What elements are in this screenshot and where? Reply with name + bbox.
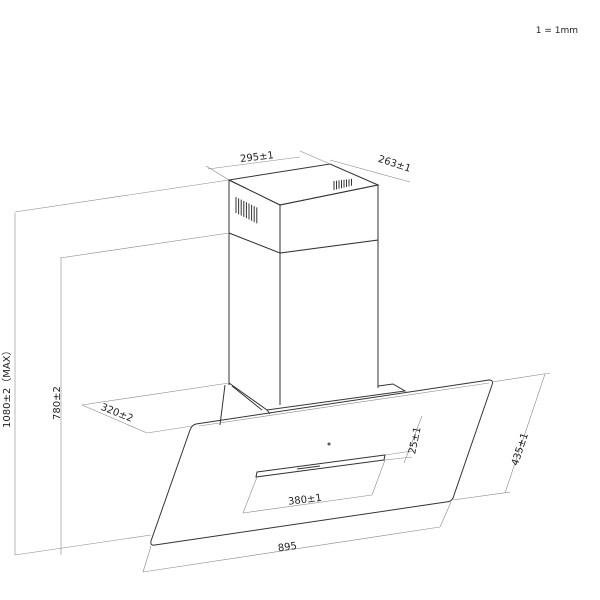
label-handle-offset: 25±1: [407, 426, 423, 455]
label-panel-width: 895: [277, 541, 297, 555]
label-chimney-width: 295±1: [240, 150, 275, 165]
label-canopy-depth: 320±2: [99, 402, 134, 425]
label-handle-width: 380±1: [288, 493, 323, 508]
vent-back: [333, 178, 352, 190]
scale-note: 1 = 1mm: [535, 26, 578, 36]
control-button-icon: [327, 442, 331, 446]
label-max-height: 1080±2（MAX）: [1, 345, 13, 428]
label-panel-height: 435±1: [510, 432, 531, 468]
dimension-lines: [14, 150, 551, 573]
chimney-lower: [228, 233, 379, 405]
dimension-labels: 295±1 263±1 1080±2（MAX） 780±2 320±2 895 …: [1, 150, 531, 554]
label-chimney-depth: 263±1: [377, 154, 413, 175]
glass-panel: [150, 379, 494, 546]
vent-left: [235, 197, 258, 224]
label-min-height: 780±2: [52, 386, 63, 420]
handle: [255, 454, 386, 478]
mounting-bracket: [219, 382, 407, 426]
